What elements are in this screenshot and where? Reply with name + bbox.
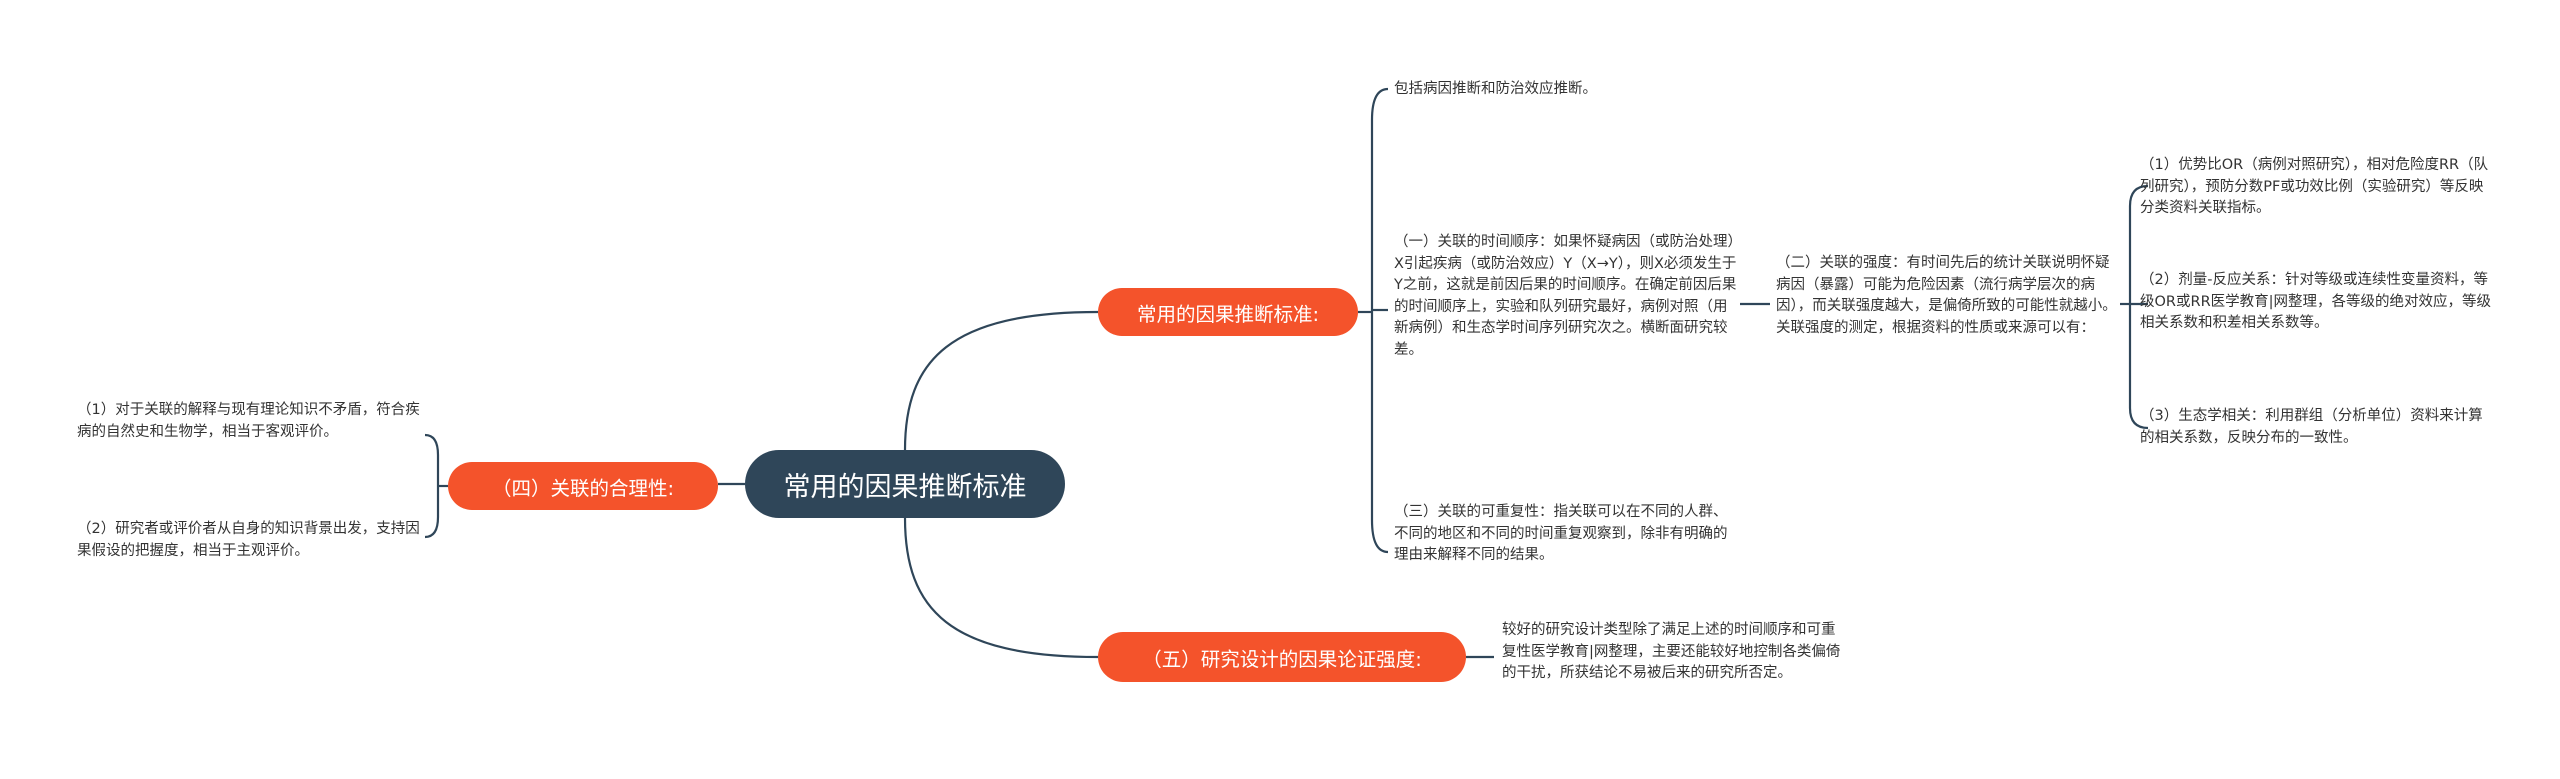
- leaf-plausibility-subjective: （2）研究者或评价者从自身的知识背景出发，支持因果假设的把握度，相当于主观评价。: [77, 521, 420, 559]
- branch-study-design[interactable]: （五）研究设计的因果论证强度:: [1098, 632, 1466, 682]
- bracket-strength: [2128, 184, 2149, 430]
- leaf-strength-dose-response: （2）剂量-反应关系：针对等级或连续性变量资料，等级OR或RR医学教育|网整理，…: [2140, 272, 2492, 331]
- edge-root-design: [903, 517, 1099, 659]
- leaf-plausibility-objective: （1）对于关联的解释与现有理论知识不矛盾，符合疾病的自然史和生物学，相当于客观评…: [77, 402, 420, 440]
- leaf-strength-ecological: （3）生态学相关：利用群组（分析单位）资料来计算的相关系数，反映分布的一致性。: [2140, 408, 2483, 446]
- leaf-strength: （二）关联的强度：有时间先后的统计关联说明怀疑病因（暴露）可能为危险因素（流行病…: [1776, 255, 2117, 336]
- branch-plausibility[interactable]: （四）关联的合理性:: [448, 462, 718, 510]
- bracket-plausibility: [424, 433, 440, 539]
- leaf-scope: 包括病因推断和防治效应推断。: [1394, 81, 1597, 97]
- leaf-strength-odds-ratio: （1）优势比OR（病例对照研究），相对危险度RR（队列研究），预防分数PF或功效…: [2140, 157, 2489, 216]
- root-node[interactable]: 常用的因果推断标准: [745, 450, 1065, 518]
- leaf-reproducibility: （三）关联的可重复性：指关联可以在不同的人群、不同的地区和不同的时间重复观察到，…: [1394, 504, 1728, 563]
- leaf-temporal-sequence: （一）关联的时间顺序：如果怀疑病因（或防治处理）X引起疾病（或防治效应）Y（X→…: [1394, 234, 1737, 358]
- branch-causal-criteria[interactable]: 常用的因果推断标准:: [1098, 288, 1358, 336]
- bracket-criteria: [1370, 87, 1389, 554]
- leaf-design-strength: 较好的研究设计类型除了满足上述的时间顺序和可重复性医学教育|网整理，主要还能较好…: [1502, 622, 1841, 681]
- edge-root-criteria: [903, 310, 1099, 451]
